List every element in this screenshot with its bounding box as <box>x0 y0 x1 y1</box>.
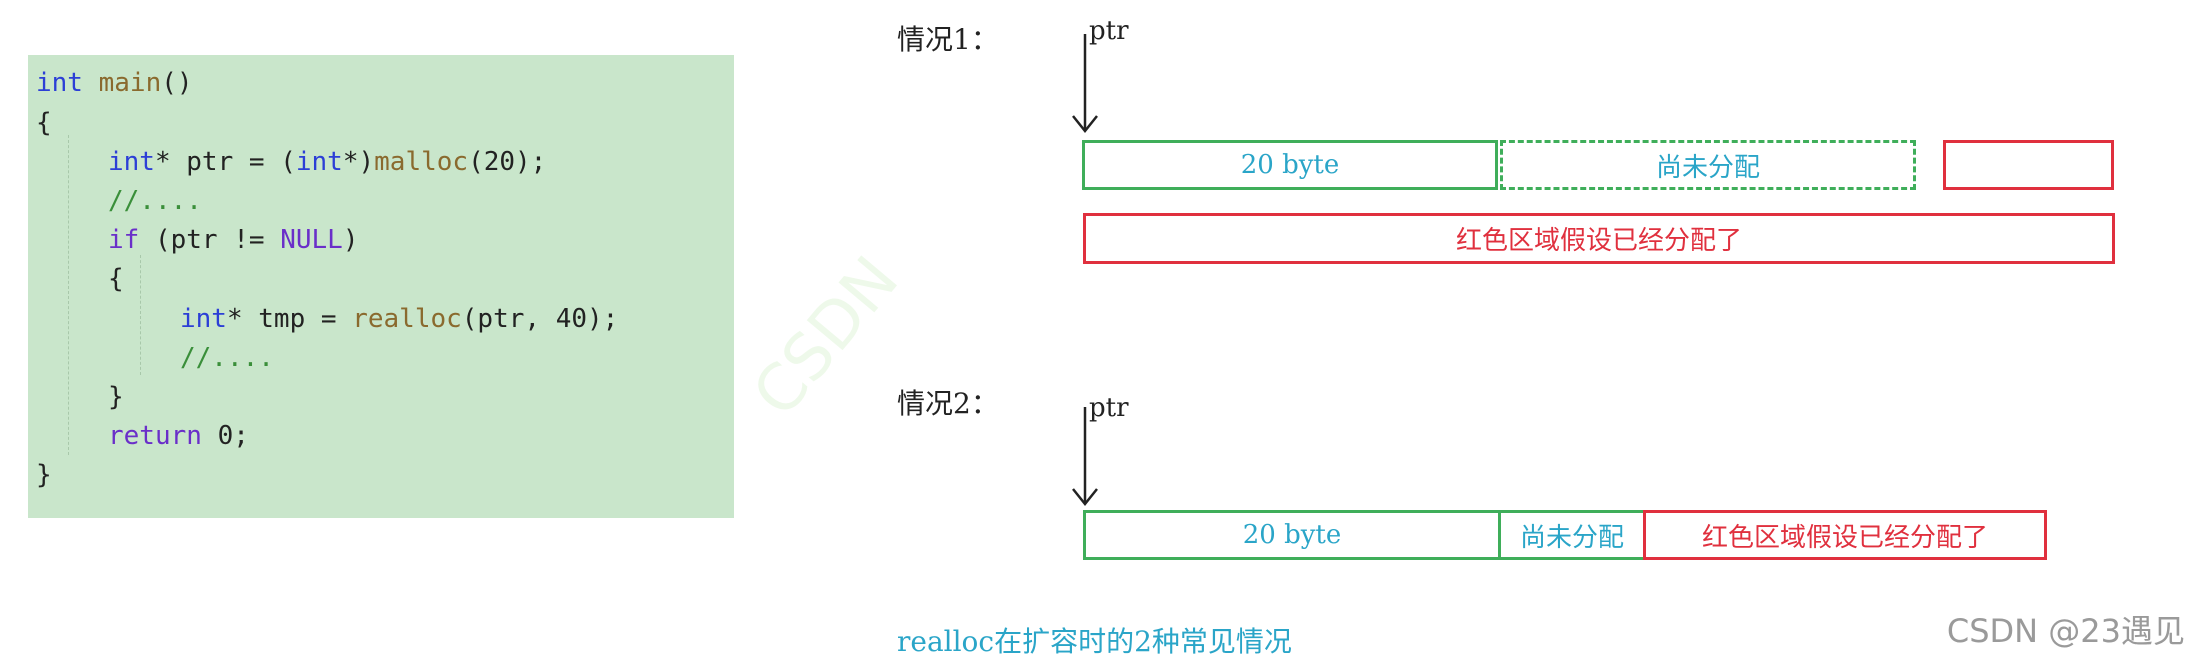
code-token: (20); <box>468 147 547 177</box>
code-token: () <box>161 68 193 98</box>
code-token: ) <box>342 225 359 255</box>
arrow-head <box>1072 115 1098 134</box>
code-token: * tmp = <box>226 304 353 334</box>
code-token: NULL <box>280 225 343 255</box>
diagram-caption: realloc在扩容时的2种常见情况 <box>897 625 1292 658</box>
case2-red-block: 红色区域假设已经分配了 <box>1643 510 2047 560</box>
code-token: realloc <box>352 304 462 334</box>
code-token: return <box>108 421 202 451</box>
code-line-1: int main() <box>36 63 193 103</box>
csdn-watermark: CSDN @23遇见 <box>1946 612 2185 650</box>
code-comment: //.... <box>108 186 202 216</box>
indent-guide <box>68 135 69 455</box>
code-line-7: int* tmp = realloc(ptr, 40); <box>180 299 618 339</box>
case1-label: 情况1： <box>897 23 999 56</box>
code-token: *) <box>342 147 375 177</box>
case1-red-block <box>1943 140 2114 190</box>
code-token: } <box>108 382 124 412</box>
code-line-10: return 0; <box>108 416 249 456</box>
arrow-head <box>1072 488 1098 507</box>
case2-allocated-box: 20 byte <box>1083 510 1501 560</box>
code-line-3: int* ptr = (int*)malloc(20); <box>108 142 546 182</box>
case2-label: 情况2： <box>897 387 999 420</box>
code-token: int <box>180 304 227 334</box>
code-token: } <box>36 460 52 490</box>
code-token: { <box>36 108 52 138</box>
code-token: int <box>36 68 83 98</box>
code-line-2: { <box>36 103 52 143</box>
code-token: if <box>108 225 140 255</box>
code-line-6: { <box>108 259 124 299</box>
code-token: (ptr != <box>139 225 281 255</box>
case1-red-note: 红色区域假设已经分配了 <box>1083 213 2115 264</box>
case2-ptr-arrow <box>1072 407 1098 507</box>
code-token: 0; <box>201 421 249 451</box>
case2-unallocated-box: 尚未分配 <box>1498 510 1646 560</box>
code-token: int <box>108 147 155 177</box>
code-token: int <box>295 147 343 177</box>
code-token: { <box>108 264 124 294</box>
indent-guide-inner <box>140 255 141 375</box>
code-comment: //.... <box>180 343 274 373</box>
code-line-11: } <box>36 455 52 495</box>
code-token: main <box>98 68 162 98</box>
code-token: malloc <box>374 147 469 177</box>
code-line-8: //.... <box>180 338 274 378</box>
case1-allocated-box: 20 byte <box>1082 140 1498 190</box>
case2-ptr-label: ptr <box>1089 393 1129 423</box>
code-token: (ptr, 40); <box>461 304 619 334</box>
case1-unallocated-box: 尚未分配 <box>1500 140 1916 190</box>
background-watermark: CSDN <box>739 243 914 431</box>
code-line-5: if (ptr != NULL) <box>108 220 358 260</box>
case1-ptr-arrow <box>1072 34 1098 134</box>
code-line-4: //.... <box>108 181 202 221</box>
code-line-9: } <box>108 377 124 417</box>
code-panel: int main() { int* ptr = (int*)malloc(20)… <box>28 55 734 518</box>
case1-ptr-label: ptr <box>1089 16 1129 46</box>
code-token: * ptr = ( <box>154 147 296 177</box>
